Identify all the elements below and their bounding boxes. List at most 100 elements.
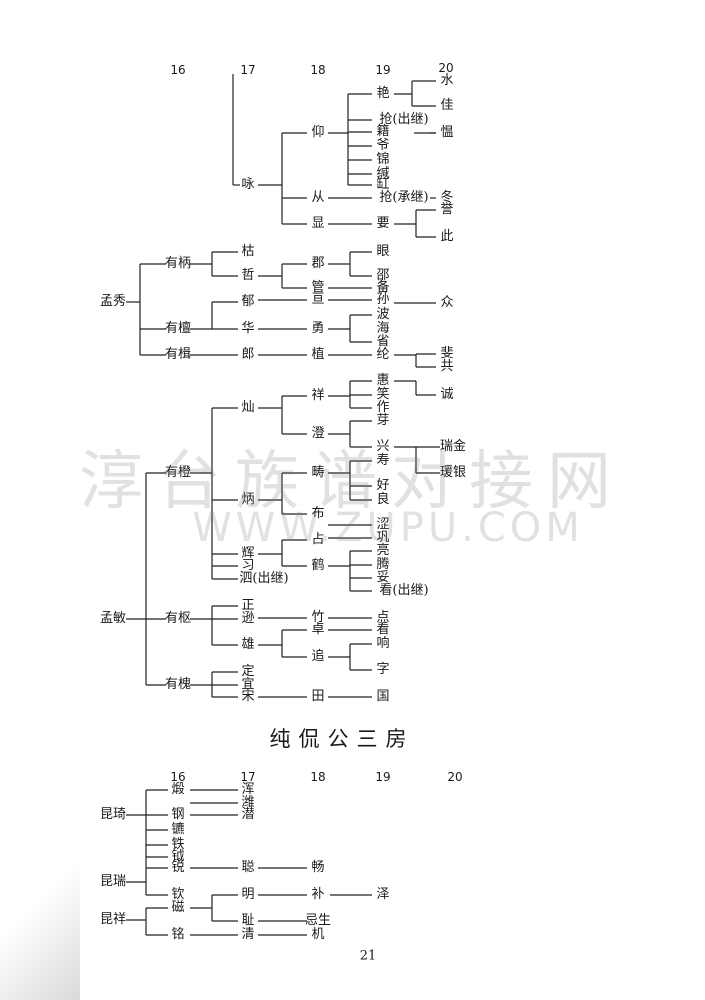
person-name: 诚 [440, 387, 454, 402]
person-name: 冬 [440, 190, 454, 205]
person-name: 铁 [171, 837, 185, 852]
person-name: 锐 [171, 860, 185, 875]
person-name: 潍 [241, 795, 255, 810]
person-name: 宋 [241, 689, 255, 704]
person-name: 畴 [311, 465, 325, 480]
person-name: 涩 [376, 517, 390, 532]
person-name: 笑 [376, 387, 390, 402]
person-name: 邵 [376, 268, 390, 283]
person-name: 缄 [376, 166, 390, 181]
person-name: 孙 [376, 292, 390, 307]
person-name: 爷 [376, 138, 390, 153]
person-name: 众 [440, 295, 454, 310]
person-name: 聪 [241, 860, 255, 875]
person-name: 祥 [311, 388, 325, 403]
person-name: 逊 [241, 611, 255, 626]
person-name: 机 [311, 927, 325, 942]
person-name: 钢 [171, 807, 185, 822]
person-name: 煅 [171, 782, 185, 797]
person-name: 水 [440, 73, 454, 88]
person-name: 佳 [440, 98, 454, 113]
person-name: 定 [241, 664, 255, 679]
person-name: 看 [376, 622, 390, 637]
person-name: 瑗银 [439, 465, 467, 480]
person-name: 有枢 [164, 611, 192, 626]
person-name: 眼 [376, 244, 390, 259]
person-name: 宜 [241, 677, 255, 692]
person-name: 斐 [440, 346, 454, 361]
person-name: 纶 [376, 347, 390, 362]
person-name: 锦 [376, 152, 390, 167]
person-name: 布 [311, 506, 325, 521]
person-name: 亮 [376, 543, 390, 558]
person-name: 鹤 [311, 558, 325, 573]
generation-label: 16 [170, 63, 186, 77]
person-name: 磁 [171, 900, 185, 915]
person-name: 习 [241, 558, 255, 573]
generation-label: 20 [438, 61, 454, 75]
person-name: 孟敏 [99, 611, 127, 626]
person-name: 耻 [241, 913, 255, 928]
person-name: 炳 [241, 492, 255, 507]
person-name: 瑞金 [439, 439, 467, 454]
person-name: 有楫 [164, 347, 192, 362]
person-name: 此 [440, 229, 454, 244]
person-name: 哲 [241, 268, 255, 283]
person-name: 勇 [311, 321, 325, 336]
generation-label: 17 [240, 770, 256, 784]
person-name: 昆琦 [99, 807, 127, 822]
person-name: 孟秀 [99, 294, 127, 309]
person-name: 共 [440, 359, 454, 374]
person-name: 浑 [241, 782, 255, 797]
scan-shadow [0, 850, 80, 1000]
person-name: 灿 [241, 400, 255, 415]
person-name: 巩 [376, 530, 390, 545]
person-name: 字 [376, 662, 390, 677]
person-name: 咏 [241, 177, 255, 192]
person-name: 卓 [311, 622, 325, 637]
person-name: 亘 [311, 292, 325, 307]
person-name: 清 [241, 927, 255, 942]
person-name: 郁 [241, 294, 255, 309]
person-name: 郡 [311, 256, 325, 271]
person-name: 田 [311, 689, 325, 704]
person-name: 良 [376, 492, 390, 507]
generation-label: 18 [310, 63, 326, 77]
person-name: 辉 [241, 546, 255, 561]
generation-label: 20 [447, 770, 463, 784]
person-name: 铭 [171, 927, 185, 942]
person-name: 植 [311, 347, 325, 362]
person-name: 昆祥 [99, 912, 127, 927]
generation-label: 19 [375, 63, 391, 77]
person-name: 备 [376, 280, 390, 295]
person-name: 钺 [171, 849, 185, 864]
generation-label: 18 [310, 770, 326, 784]
person-name: 兴 [376, 439, 390, 454]
generation-label: 16 [170, 770, 186, 784]
person-name: 雄 [241, 637, 255, 652]
person-name: 抢(承继) [379, 190, 429, 205]
person-name: 腾 [376, 557, 390, 572]
person-name: 缸 [376, 177, 390, 192]
person-name: 国 [376, 689, 390, 704]
person-name: 占 [311, 532, 325, 547]
person-name: 籍 [376, 124, 390, 139]
person-name: 有橙 [164, 465, 192, 480]
person-name: 明 [241, 887, 255, 902]
person-name: 镳 [171, 822, 185, 837]
person-name: 省 [376, 334, 390, 349]
person-name: 点 [376, 610, 390, 625]
person-name: 艳 [376, 86, 390, 101]
person-name: 誉 [440, 202, 454, 217]
person-name: 妥 [376, 570, 390, 585]
person-name: 抢(出继) [379, 112, 429, 127]
person-name: 好 [376, 478, 390, 493]
person-name: 正 [241, 598, 255, 613]
person-name: 郎 [241, 347, 255, 362]
person-name: 管 [311, 280, 325, 295]
person-name: 从 [311, 190, 325, 205]
person-name: 有槐 [164, 677, 192, 692]
person-name: 泽 [376, 887, 390, 902]
